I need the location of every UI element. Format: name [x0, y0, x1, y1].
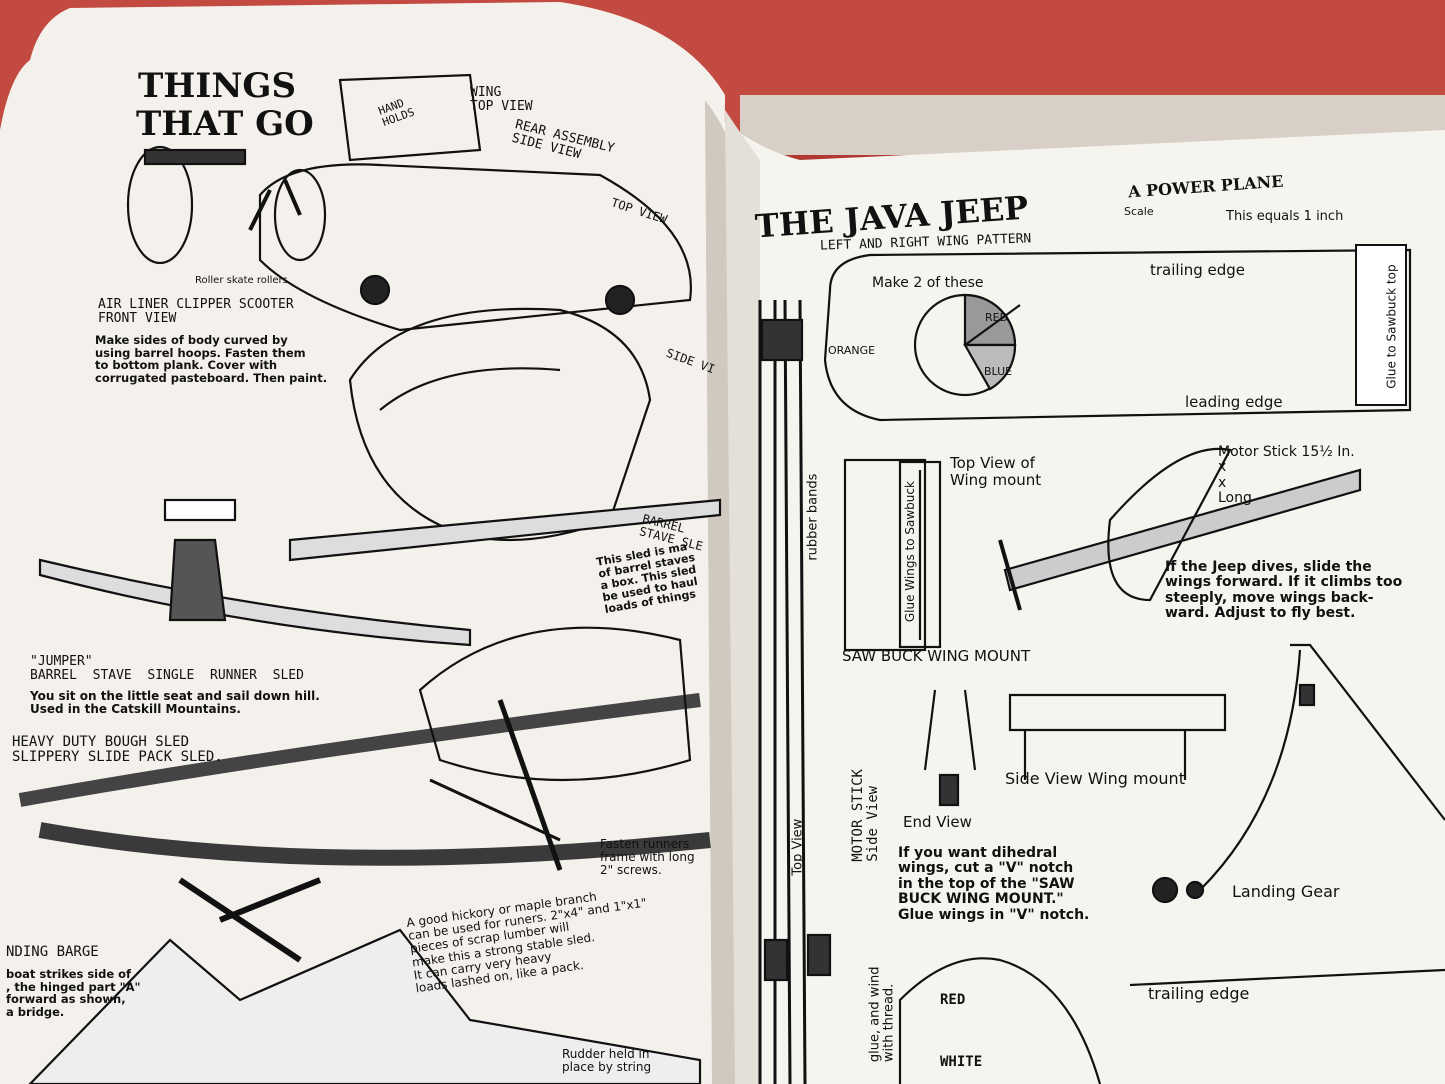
scale-note: This equals 1 inch [1226, 209, 1344, 224]
side-view-mount-label: Side View Wing mount [1005, 769, 1185, 788]
fasten-runners-label: Fasten runners frame with long 2" screws… [600, 837, 695, 878]
bottom-red-label: RED [940, 992, 966, 1008]
jumper-text: You sit on the little seat and sail down… [30, 689, 320, 717]
jumper-title: "JUMPER" BARREL STAVE SINGLE RUNNER SLED [30, 654, 304, 684]
dihedral-text: If you want dihedral wings, cut a "V" no… [898, 845, 1090, 923]
motor-stick-side-label: MOTOR STICK Side View [849, 769, 882, 862]
make-two-label: Make 2 of these [872, 275, 984, 291]
bottom-white-label: WHITE [940, 1054, 983, 1070]
glue-sawbuck-label: Glue to Sawbuck top [1384, 264, 1399, 389]
airliner-text: Make sides of body curved by using barre… [95, 333, 328, 385]
rubber-bands-label: rubber bands [805, 473, 821, 561]
right-page [722, 120, 1445, 1084]
scale-label: Scale [1124, 205, 1154, 218]
dive-text: If the Jeep dives, slide the wings forwa… [1165, 559, 1403, 622]
top-view-stick-label: Top View [790, 818, 806, 876]
landing-barge-label: NDING BARGE [6, 944, 99, 960]
wing-top-view-label: WING TOP VIEW [470, 85, 533, 115]
glue-wings-label: Glue Wings to Sawbuck [902, 481, 917, 623]
leading-edge-label: leading edge [1185, 393, 1283, 411]
bottom-trailing-edge-label: trailing edge [1148, 984, 1250, 1003]
sawbuck-mount-label: SAW BUCK WING MOUNT [842, 647, 1031, 665]
roller-skate-label: Roller skate rollers [195, 275, 288, 286]
trailing-edge-label: trailing edge [1150, 261, 1246, 279]
wing-blue-label: BLUE [984, 365, 1013, 378]
airliner-title: AIR LINER CLIPPER SCOOTER FRONT VIEW [98, 297, 294, 327]
wing-orange-label: ORANGE [828, 344, 876, 357]
rudder-label: Rudder held in place by string [562, 1047, 652, 1075]
landing-gear-label: Landing Gear [1232, 882, 1340, 901]
barge-text: boat strikes side of , the hinged part "… [6, 967, 141, 1019]
wing-red-label: RED [985, 311, 1009, 324]
top-view-mount-label: Top View of Wing mount [950, 454, 1042, 489]
motor-stick-label: Motor Stick 15½ In. x x Long [1218, 444, 1355, 507]
left-title-line2: THAT GO [136, 104, 314, 144]
glue-wind-label: glue, and wind with thread. [867, 966, 897, 1063]
bough-title: HEAVY DUTY BOUGH SLED SLIPPERY SLIDE PAC… [12, 734, 223, 766]
left-title-line1: THINGS [138, 66, 296, 106]
end-view-label: End View [903, 813, 972, 831]
